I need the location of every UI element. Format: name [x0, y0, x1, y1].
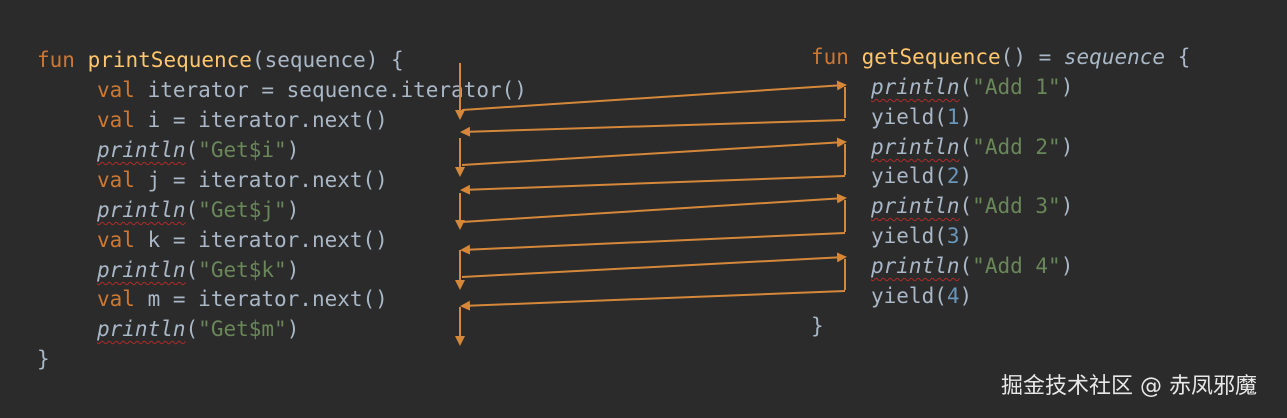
- val-keyword: val: [97, 228, 135, 252]
- left-next-line-k: val k = iterator.next(): [97, 225, 388, 255]
- paren-close: ): [959, 284, 973, 308]
- iterator-declaration: iterator = sequence.iterator(): [147, 78, 527, 102]
- right-header-mid: () =: [1000, 45, 1064, 69]
- right-println-line-3: println("Add 3"): [871, 191, 1073, 221]
- left-println-line-j: println("Get$j"): [97, 195, 299, 225]
- paren-close: ): [959, 164, 973, 188]
- right-yield-line-2: yield(2): [871, 161, 972, 191]
- yield-return-arrow: [460, 232, 846, 255]
- println-call: println: [97, 317, 186, 341]
- println-call: println: [97, 138, 186, 162]
- right-yield-line-1: yield(1): [871, 102, 972, 132]
- paren-open: (: [959, 194, 973, 218]
- left-println-line-k: println("Get$k"): [97, 255, 299, 285]
- println-call: println: [97, 198, 186, 222]
- var-declaration: i = iterator.next(): [147, 108, 388, 132]
- right-closing-brace: }: [811, 314, 824, 338]
- paren-open: (: [185, 317, 199, 341]
- println-call: println: [871, 75, 960, 99]
- paren-close: ): [286, 258, 300, 282]
- watermark: 掘金技术社区 @ 赤凤邪魔: [1001, 374, 1257, 399]
- paren-close: ): [286, 198, 300, 222]
- paren-open: (: [185, 198, 199, 222]
- left-next-line-i: val i = iterator.next(): [97, 105, 388, 135]
- var-declaration: j = iterator.next(): [147, 168, 388, 192]
- print-string: "Get$m": [198, 317, 287, 341]
- paren-open: (: [185, 138, 199, 162]
- right-function-name: getSequence: [861, 45, 1001, 69]
- sequence-builder: sequence: [1063, 45, 1166, 69]
- left-fun-keyword: fun: [37, 48, 75, 72]
- print-string: "Get$k": [198, 258, 287, 282]
- right-println-line-4: println("Add 4"): [871, 251, 1073, 281]
- print-string: "Add 1": [972, 75, 1061, 99]
- println-call: println: [871, 194, 960, 218]
- paren-close: ): [959, 224, 973, 248]
- val-keyword: val: [97, 287, 135, 311]
- paren-close: ): [1060, 194, 1074, 218]
- left-println-line-i: println("Get$i"): [97, 135, 299, 165]
- paren-close: ): [1060, 254, 1074, 278]
- yield-return-arrow: [460, 290, 846, 311]
- var-declaration: m = iterator.next(): [147, 287, 388, 311]
- left-function-header: fun printSequence(sequence) {: [37, 45, 404, 75]
- left-println-line-m: println("Get$m"): [97, 314, 299, 344]
- left-next-line-m: val m = iterator.next(): [97, 284, 388, 314]
- right-println-line-2: println("Add 2"): [871, 132, 1073, 162]
- yield-call: yield(: [871, 105, 947, 129]
- right-yield-line-3: yield(3): [871, 221, 972, 251]
- yield-call: yield(: [871, 224, 947, 248]
- print-string: "Add 4": [972, 254, 1061, 278]
- yield-value: 2: [946, 164, 960, 188]
- print-string: "Get$i": [198, 138, 287, 162]
- val-keyword: val: [97, 78, 135, 102]
- paren-open: (: [959, 254, 973, 278]
- val-keyword: val: [97, 108, 135, 132]
- right-header-end: {: [1165, 45, 1191, 69]
- right-yield-line-4: yield(4): [871, 281, 972, 311]
- right-function-header: fun getSequence() = sequence {: [811, 42, 1190, 72]
- right-println-line-1: println("Add 1"): [871, 72, 1073, 102]
- resume-arrow: [461, 80, 847, 111]
- paren-open: (: [959, 135, 973, 159]
- yield-call: yield(: [871, 284, 947, 308]
- right-fun-keyword: fun: [811, 45, 849, 69]
- yield-return-arrow: [460, 175, 846, 195]
- paren-close: ): [1060, 75, 1074, 99]
- paren-open: (: [959, 75, 973, 99]
- left-next-line-j: val j = iterator.next(): [97, 165, 388, 195]
- print-string: "Get$j": [198, 198, 287, 222]
- left-function-params: (sequence) {: [251, 48, 404, 72]
- yield-return-arrow: [460, 119, 846, 137]
- paren-close: ): [286, 138, 300, 162]
- left-closing-brace: }: [37, 347, 50, 371]
- paren-open: (: [185, 258, 199, 282]
- left-function-name: printSequence: [87, 48, 252, 72]
- yield-call: yield(: [871, 164, 947, 188]
- print-string: "Add 3": [972, 194, 1061, 218]
- println-call: println: [871, 135, 960, 159]
- resume-arrow: [461, 137, 847, 166]
- var-declaration: k = iterator.next(): [147, 228, 388, 252]
- yield-value: 4: [946, 284, 960, 308]
- paren-close: ): [959, 105, 973, 129]
- println-call: println: [97, 258, 186, 282]
- yield-value: 3: [946, 224, 960, 248]
- left-iterator-line: val iterator = sequence.iterator(): [97, 75, 527, 105]
- resume-arrow: [461, 252, 847, 278]
- paren-close: ): [1060, 135, 1074, 159]
- yield-value: 1: [946, 105, 960, 129]
- println-call: println: [871, 254, 960, 278]
- val-keyword: val: [97, 168, 135, 192]
- paren-close: ): [286, 317, 300, 341]
- resume-arrow: [461, 193, 847, 223]
- print-string: "Add 2": [972, 135, 1061, 159]
